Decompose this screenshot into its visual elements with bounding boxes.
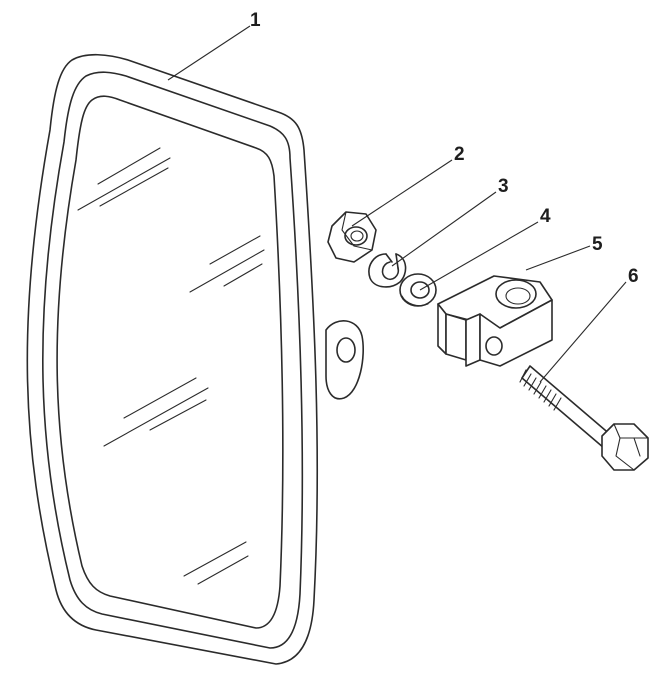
- lock-washer: [368, 253, 407, 288]
- hex-nut: [327, 211, 377, 263]
- flat-washer: [399, 273, 437, 307]
- callout-5: 5: [592, 234, 603, 255]
- callouts: 1 2 3 4 5 6: [250, 10, 639, 287]
- leader-1: [167, 25, 251, 81]
- clamp-block: [437, 275, 553, 367]
- hex-bolt: [519, 365, 649, 471]
- leader-4: [419, 221, 539, 291]
- callout-3: 3: [498, 176, 509, 197]
- leader-3: [391, 191, 497, 267]
- leader-2: [351, 159, 453, 227]
- mirror-head: [26, 53, 364, 665]
- leader-lines: [167, 25, 627, 383]
- callout-6: 6: [628, 266, 639, 287]
- callout-2: 2: [454, 144, 465, 165]
- leader-6: [539, 281, 627, 383]
- leader-5: [525, 245, 591, 271]
- callout-4: 4: [540, 206, 551, 227]
- callout-1: 1: [250, 10, 261, 31]
